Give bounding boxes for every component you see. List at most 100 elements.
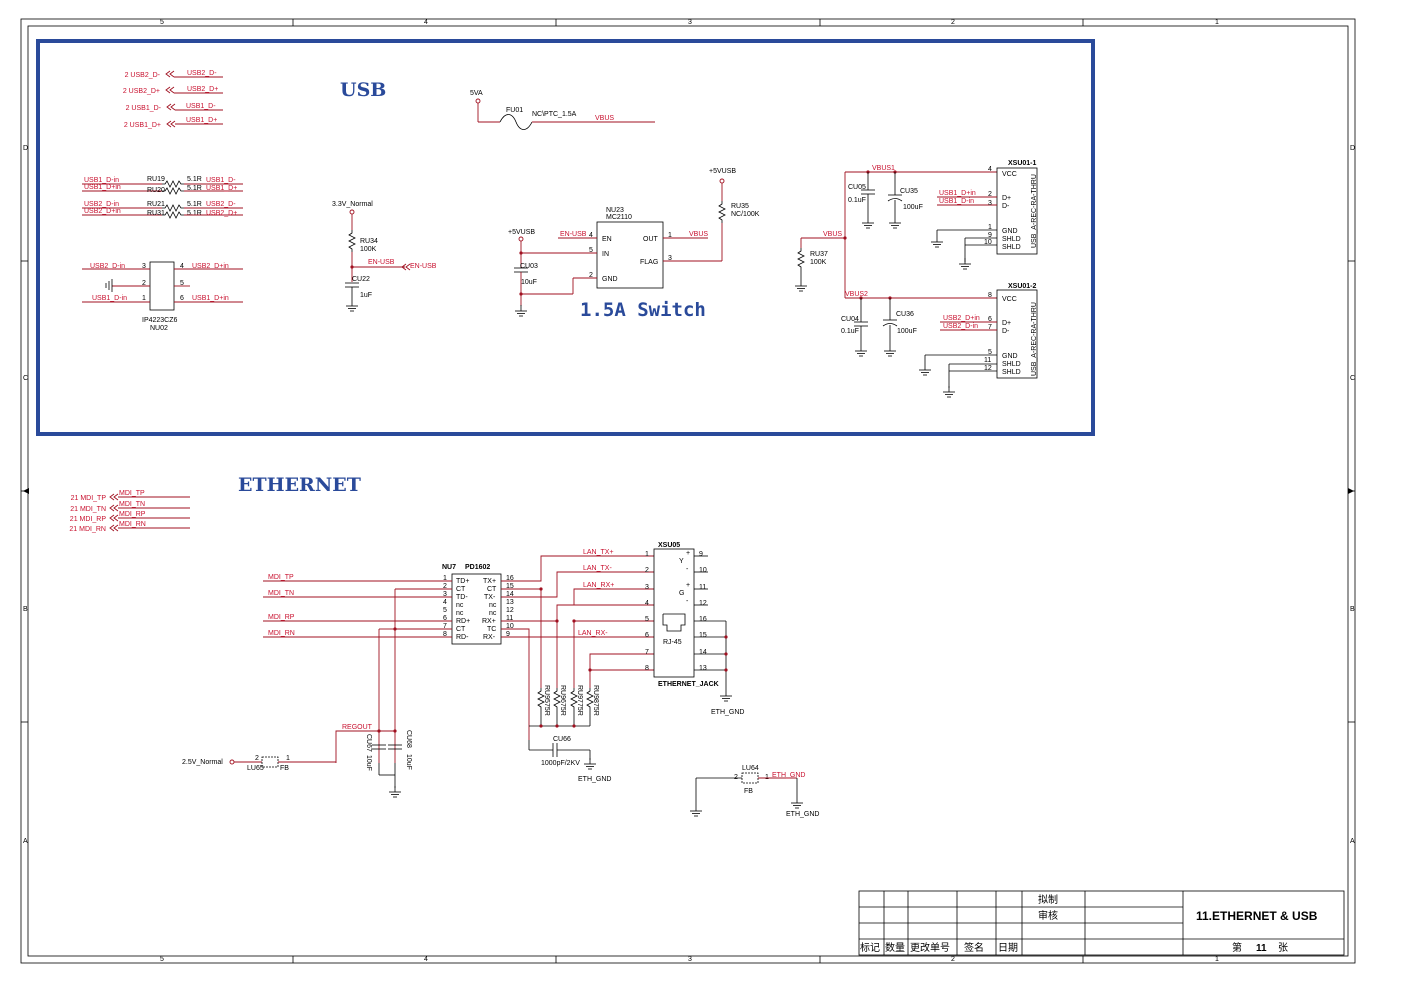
value-label: 75R (576, 703, 583, 716)
rail-label: 3.3V_Normal (332, 201, 373, 208)
pin-name: GND (1002, 353, 1018, 360)
part-label: USB_A-REC-RA-THRU (1031, 302, 1038, 376)
offpage-label: 21 MDI_RP (70, 516, 107, 523)
resistor-symbol (161, 211, 185, 219)
jack-body (653, 548, 695, 678)
pin-number: 5 (988, 349, 992, 356)
led-mark: + (686, 582, 690, 589)
ref-label: RU20 (147, 187, 165, 194)
value-label: FB (280, 765, 289, 772)
pin-number: 10 (699, 567, 707, 574)
col-label: 数量 (885, 941, 905, 954)
resistor-symbol (161, 187, 185, 195)
sheet-number: 11 (1256, 943, 1267, 954)
pin-name: TD+ (456, 578, 469, 585)
ref-label: RU31 (147, 210, 165, 217)
pin-number: 4 (180, 263, 184, 270)
net-label-in: USB2_D-in (84, 201, 119, 208)
ground-symbol (345, 299, 359, 312)
term-resistor: RU98 75R (586, 680, 599, 726)
ref-label: RU96 (559, 685, 566, 703)
ground-symbol (854, 344, 868, 357)
ground-symbol (583, 757, 597, 770)
ref-label: NU23 (606, 207, 624, 214)
pin-name: D+ (1002, 195, 1011, 202)
offpage-label: 2 USB2_D+ (123, 88, 160, 95)
pin-name: RD+ (456, 618, 470, 625)
value-label: NC\PTC_1.5A (532, 111, 577, 118)
pin-number: 15 (699, 632, 707, 639)
ground-symbol (719, 689, 733, 702)
zone-label-col: 1 (1215, 956, 1219, 963)
value-label: 100K (360, 246, 377, 253)
ref-label: RU21 (147, 201, 165, 208)
nu23-power-switch: NU23 MC2110 EN IN GND OUT FLAG EN-USB 4 … (508, 168, 760, 317)
offpage-label: 21 MDI_RN (69, 526, 106, 533)
ref-label: NU7 (442, 564, 456, 571)
wire-label: USB1_D- (186, 103, 216, 110)
ref-label: NU02 (150, 325, 168, 332)
sheet-title: 11.ETHERNET & USB (1196, 909, 1318, 923)
pin-name: TD- (456, 594, 468, 601)
zone-label-col: 3 (688, 19, 692, 26)
gnd-label: ETH_GND (711, 709, 744, 716)
fuse-symbol (499, 114, 533, 130)
net-label: MDI_RP (268, 614, 295, 621)
title-block: 拟制 审核 标记 数量 更改单号 签名 日期 11.ETHERNET & USB… (858, 890, 1345, 956)
pin-number: 3 (988, 200, 992, 207)
pin-name: nc (456, 602, 464, 609)
gnd-label: ETH_GND (578, 776, 611, 783)
resistor-symbol (348, 229, 356, 253)
zone-label-row: C (23, 375, 28, 382)
zone-label-row: B (23, 606, 28, 613)
pin-name: CT (456, 586, 466, 593)
part-label: PD1602 (465, 564, 490, 571)
value-label: 75R (559, 703, 566, 716)
series-resistor: USB2_D+in RU31 5.1R USB2_D+ (82, 208, 243, 219)
term-resistor: RU97 75R (570, 680, 583, 726)
pin-number: 3 (668, 255, 672, 262)
net-label: USB2_D-in (90, 263, 125, 270)
lu65-ferrite: 2.5V_Normal 2 1 LU65 FB (182, 755, 336, 772)
zone-label-col: 1 (1215, 19, 1219, 26)
col-label: 签名 (964, 941, 984, 954)
port-label: EN-USB (410, 263, 437, 270)
frame-center-marker (23, 488, 29, 494)
value-label: 5.1R (187, 185, 202, 192)
pin-number: 13 (506, 599, 514, 606)
pin-number: 7 (443, 623, 447, 630)
ref-label: RU37 (810, 251, 828, 258)
zone-label-col: 2 (951, 956, 955, 963)
pin-number: 2 (142, 280, 146, 287)
series-resistor: USB1_D+in RU20 5.1R USB1_D+ (82, 184, 243, 195)
ref-label: CU05 (848, 184, 866, 191)
ref-label: CU36 (896, 311, 914, 318)
pin-number: 1 (645, 551, 649, 558)
ref-label: RU19 (147, 176, 165, 183)
zone-label-col: 4 (424, 19, 428, 26)
polarized-cap (882, 323, 898, 327)
net-label: LAN_RX+ (583, 582, 614, 589)
ground-symbol (514, 304, 528, 317)
connector-body (996, 167, 1038, 255)
pin-name: TX- (484, 594, 496, 601)
value-label: 10uF (521, 279, 537, 286)
usb-title: USB (340, 79, 386, 101)
ref-label: FU01 (506, 107, 523, 114)
pin-name: EN (602, 236, 612, 243)
pin-number: 6 (988, 316, 992, 323)
zone-label-row: C (1350, 375, 1355, 382)
resistor-symbol (797, 247, 805, 271)
zone-label-col: 5 (160, 19, 164, 26)
pin-number: 2 (255, 755, 259, 762)
led-mark: - (686, 566, 689, 573)
ground-symbol (883, 344, 897, 357)
part-label: ETHERNET_JACK (658, 681, 719, 688)
pin-name: TX+ (483, 578, 496, 585)
rail-port (475, 98, 481, 104)
rail-label: VBUS1 (872, 165, 895, 172)
rail-label: +5VUSB (709, 168, 736, 175)
net-label: USB2_D+in (192, 263, 229, 270)
xsu01-1-usb-connector: VBUS1 CU05 0.1uF CU35 100uF XSU01-1 USB_… (848, 160, 1038, 270)
ferrite-body (741, 772, 759, 784)
